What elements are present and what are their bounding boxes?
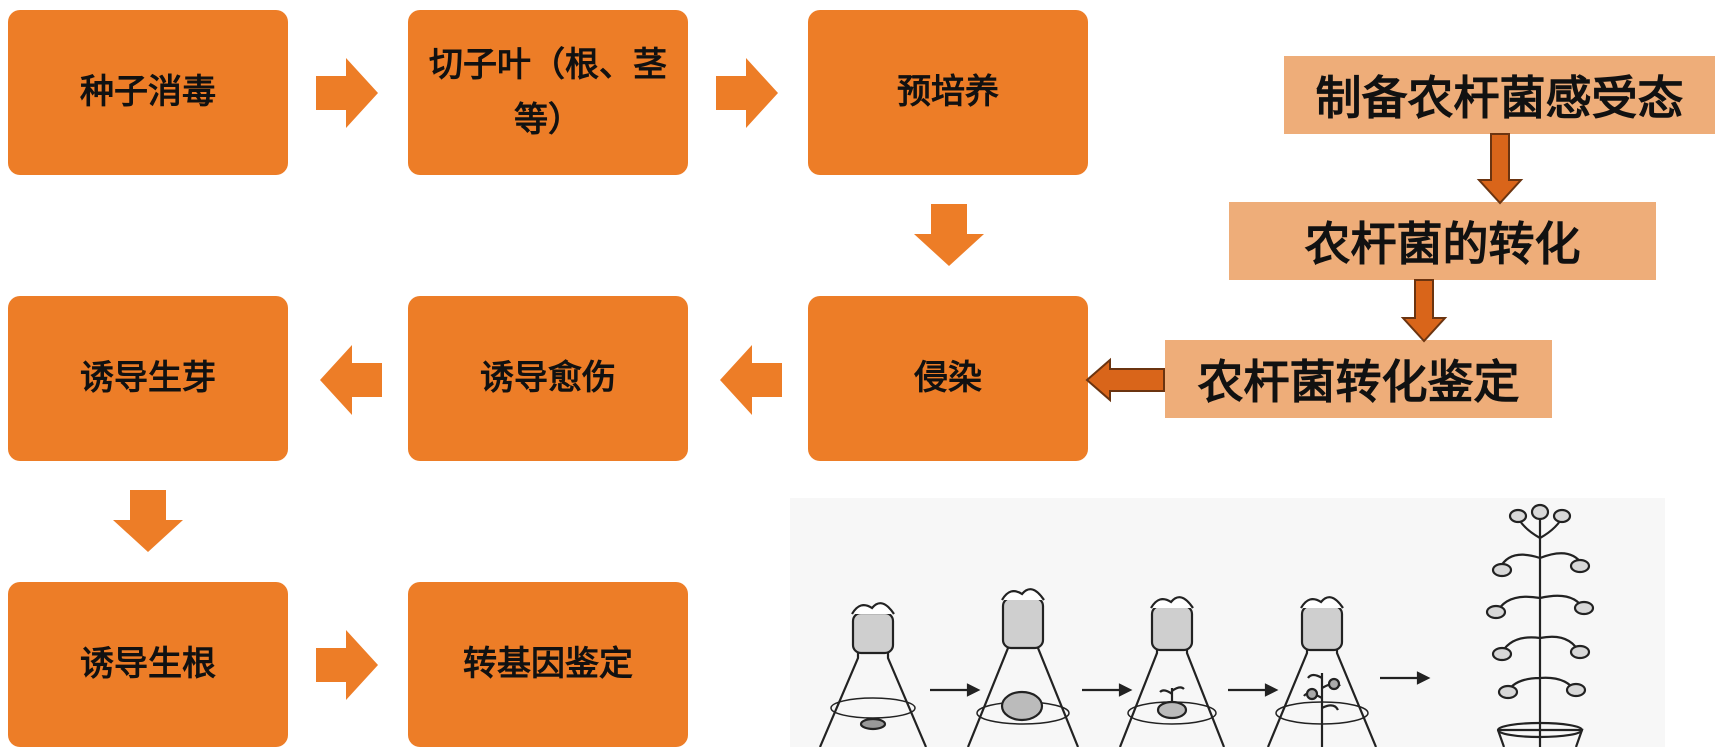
step-label: 种子消毒 (80, 72, 216, 113)
step-label: 预培养 (897, 72, 999, 113)
tissue-culture-illustration (790, 498, 1665, 748)
step-preculture: 预培养 (808, 10, 1088, 175)
step-label: 转基因鉴定 (463, 644, 633, 685)
arrow-head (1416, 671, 1431, 685)
step-shoot-induction: 诱导生芽 (8, 296, 288, 461)
arrow-down-icon (1476, 133, 1524, 205)
step-infection: 侵染 (808, 296, 1088, 461)
arrow-right-icon (716, 58, 778, 128)
step-seed-disinfection: 种子消毒 (8, 10, 288, 175)
arrow-left-icon (320, 345, 382, 415)
arrow-right-icon (316, 630, 378, 700)
step-transgenic-identification: 转基因鉴定 (408, 582, 688, 747)
step-cut-leaf: 切子叶（根、茎等） (408, 10, 688, 175)
flask-explant-icon (818, 602, 928, 748)
arrow-left-icon (720, 345, 782, 415)
step-callus-induction: 诱导愈伤 (408, 296, 688, 461)
flask-callus-icon (966, 588, 1080, 748)
arrow-head (1264, 683, 1279, 697)
arrow-left-icon (1085, 357, 1165, 403)
agro-label: 农杆菌的转化 (1304, 217, 1581, 271)
step-label: 诱导生芽 (80, 358, 216, 399)
arrow-head (1118, 683, 1133, 697)
agro-label: 农杆菌转化鉴定 (1197, 355, 1520, 409)
arrow-head (966, 683, 981, 697)
agrobacterium-competent-cells: 制备农杆菌感受态 (1284, 56, 1715, 134)
step-label: 侵染 (914, 358, 982, 399)
arrow-down-icon (113, 490, 183, 552)
agrobacterium-transformation: 农杆菌的转化 (1229, 202, 1656, 280)
step-label: 诱导生根 (80, 644, 216, 685)
potted-plant-icon (1485, 503, 1595, 748)
step-label: 诱导愈伤 (480, 358, 616, 399)
flask-shoot-icon (1118, 596, 1226, 748)
agro-label: 制备农杆菌感受态 (1315, 71, 1684, 125)
agrobacterium-identification: 农杆菌转化鉴定 (1165, 340, 1552, 418)
step-root-induction: 诱导生根 (8, 582, 288, 747)
arrow-down-icon (1400, 279, 1448, 343)
step-label: 切子叶（根、茎等） (429, 45, 667, 140)
arrow-down-icon (914, 204, 984, 266)
arrow-right-icon (316, 58, 378, 128)
flask-plantlet-icon (1266, 596, 1378, 748)
